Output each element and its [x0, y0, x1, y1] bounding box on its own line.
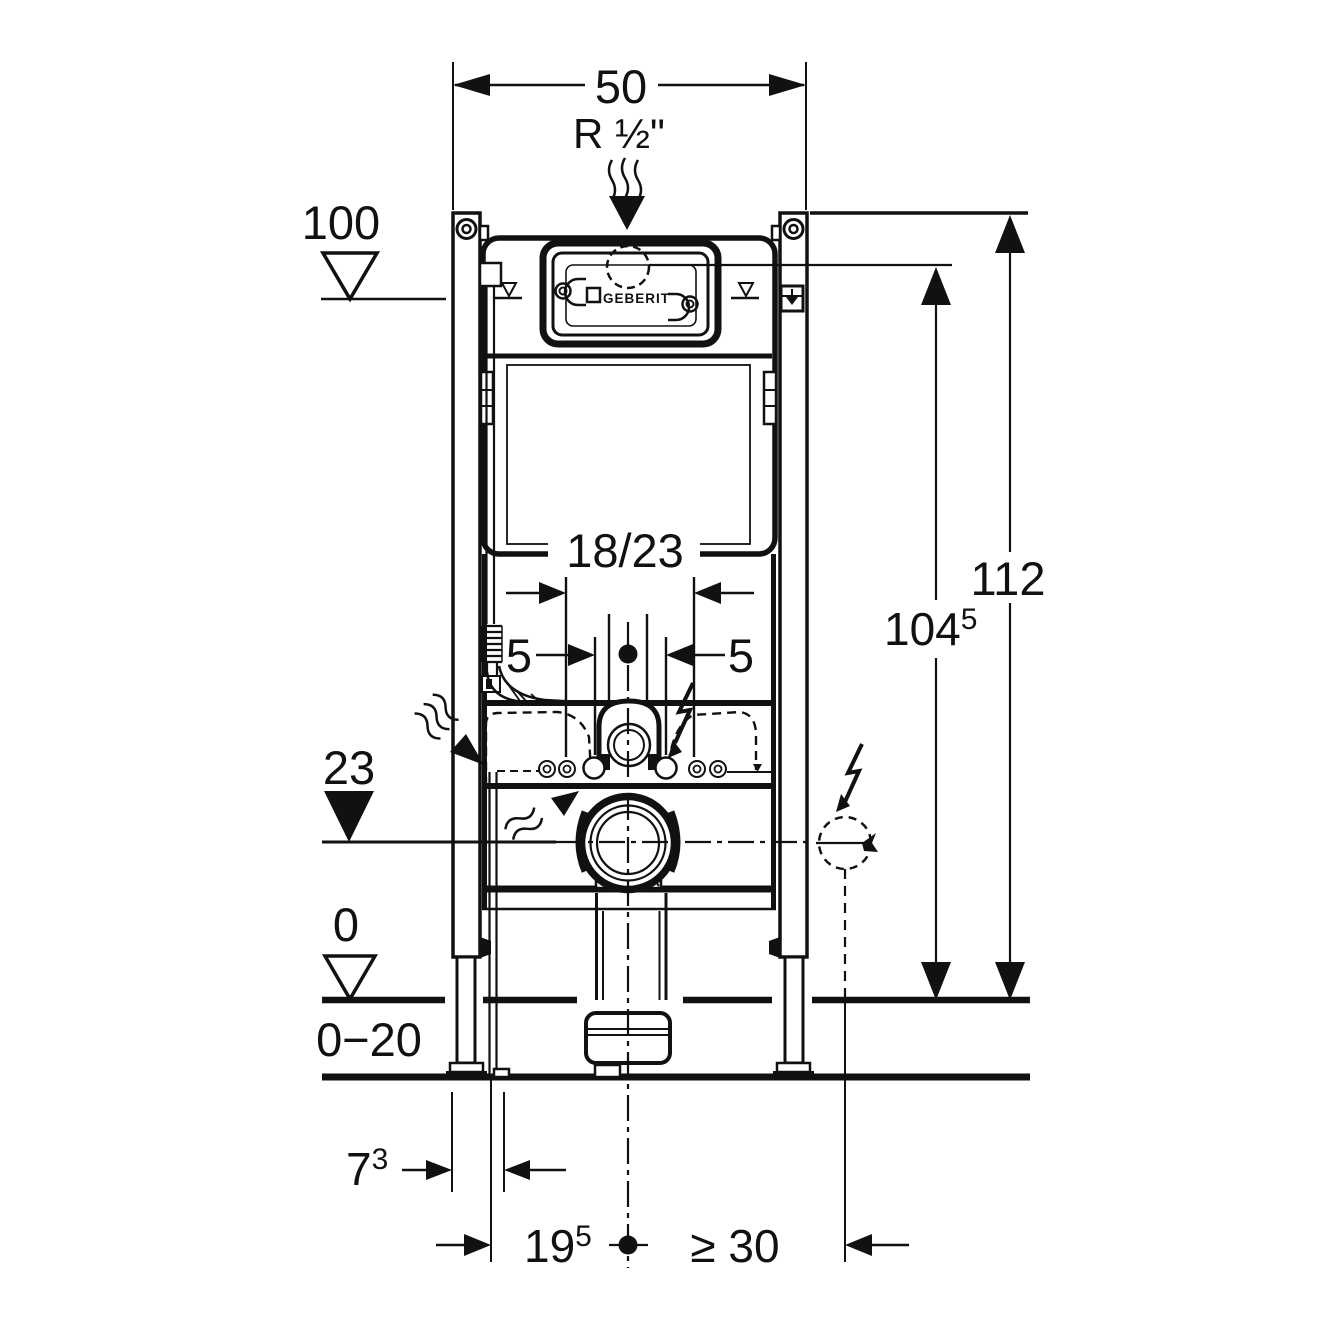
dim-width-top: 50 R ½" — [452, 60, 807, 210]
water-level-markers — [494, 282, 805, 313]
level-100-label: 100 — [302, 196, 380, 249]
dim-foot-depth: 73 — [346, 1092, 566, 1195]
electrical-icon-inner — [668, 682, 695, 758]
plate-screw-left — [554, 282, 572, 300]
bellows — [481, 624, 503, 664]
cistern-access-opening — [506, 364, 751, 545]
dim-5-right-label: 5 — [728, 629, 754, 682]
floor-buildup-label: 0−20 — [316, 1013, 422, 1066]
frame-uprights — [451, 211, 809, 959]
dim-heights-right: 112 1045 — [649, 211, 1046, 1000]
dim-guide-lines — [564, 577, 696, 757]
dim-clearance-label: ≥ 30 — [690, 1220, 779, 1272]
centerline-dot-upper — [618, 644, 638, 664]
dim-tank-depth: 18/23 — [506, 524, 754, 604]
plate-screw-right — [681, 295, 699, 313]
wc-connection-pipe — [488, 772, 498, 1262]
leg-clamp-right — [769, 937, 780, 958]
dim-50-label: 50 — [595, 60, 647, 113]
leg-clamp-left — [480, 937, 491, 958]
dim-7-3-label: 73 — [346, 1143, 388, 1195]
dim-112-label: 112 — [971, 552, 1046, 605]
dim-5-left-label: 5 — [506, 629, 532, 682]
brand-logo-square — [585, 286, 602, 304]
flush-plate: GEBERIT — [539, 239, 722, 348]
dim-19-5-label: 195 — [524, 1220, 592, 1272]
wc-pan-dashed-outline — [484, 710, 758, 786]
centerlines — [322, 622, 868, 1268]
level-23-marker: 23 — [323, 741, 375, 842]
water-supply-icon — [607, 157, 645, 230]
brand-label: GEBERIT — [603, 291, 670, 306]
flush-inflow-icon — [414, 693, 459, 740]
flush-inflow-arrowhead — [450, 734, 484, 765]
inlet-bell-fitting — [596, 614, 662, 773]
electrical-icon-outer — [817, 743, 878, 871]
flush-outflow-icon — [504, 807, 544, 840]
flush-button-right — [668, 292, 691, 322]
floor-lines — [322, 996, 1030, 1081]
level-100-marker: 100 — [302, 196, 446, 303]
supply-connection-point — [605, 244, 651, 290]
centerline-dot-lower — [618, 1235, 638, 1255]
latch-right — [762, 370, 778, 426]
flush-outflow-arrowhead — [551, 791, 579, 816]
level-0-marker: 0 0−20 — [316, 898, 422, 1066]
fastening-points — [538, 756, 772, 780]
dim-offsets: 5 5 — [506, 629, 754, 682]
level-23-label: 23 — [323, 741, 375, 794]
level-0-label: 0 — [333, 898, 359, 951]
dim-18-23-label: 18/23 — [566, 524, 684, 577]
dim-104-5-label: 1045 — [884, 603, 977, 655]
dim-outlet-row: 195 ≥ 30 — [436, 1220, 909, 1272]
connector-glyph — [862, 833, 878, 852]
supply-thread-label: R ½" — [573, 110, 665, 157]
flush-pipe — [481, 624, 581, 704]
flush-button-left — [563, 277, 586, 307]
drain-pipe — [584, 893, 672, 1065]
